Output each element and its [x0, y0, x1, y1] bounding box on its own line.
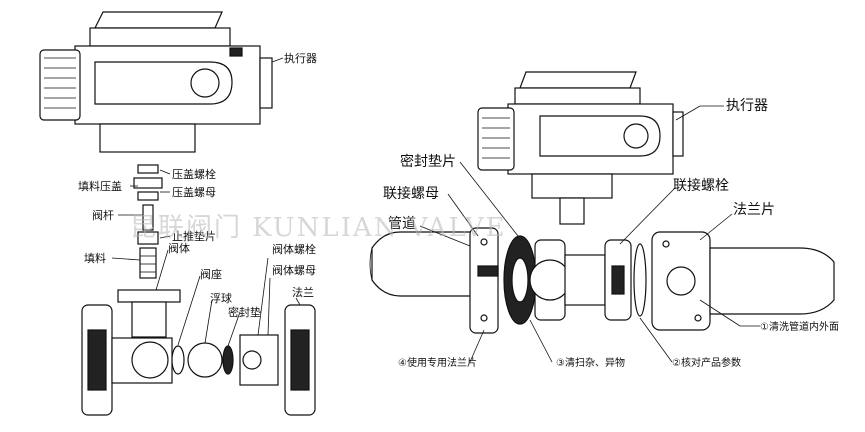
- label-seal-gasket-right: 密封垫片: [400, 153, 456, 170]
- label-connecting-nut: 联接螺母: [383, 185, 439, 202]
- label-body: 阀体: [168, 241, 190, 255]
- note-check-params: ②核对产品参数: [672, 356, 741, 369]
- pipe-right-drawing: [651, 231, 835, 331]
- label-seal-gasket: 密封垫: [228, 305, 261, 319]
- label-gland-nut: 压盖螺母: [172, 185, 216, 199]
- label-body-nut: 阀体螺母: [272, 263, 316, 277]
- actuator-drawing-left: [39, 11, 273, 153]
- note-clean-pipe: ①清洗管道内外面: [760, 320, 839, 333]
- exploded-view: 执行器 压盖螺栓 压盖螺母 填料压盖 阀杆 止推垫片 填料 阀体 阀座 阀体螺栓…: [39, 11, 317, 416]
- label-floating-ball: 浮球: [210, 291, 232, 305]
- actuator-drawing-right: [477, 71, 684, 225]
- valve-body-right-drawing: [503, 235, 647, 325]
- internal-parts-drawing: [171, 304, 316, 416]
- installation-view: 执行器 密封垫片 联接螺母 联接螺栓 管道 法兰片 ①清洗管道内外面 ②核对产品…: [369, 71, 839, 369]
- label-actuator-left: 执行器: [284, 51, 317, 65]
- label-stem: 阀杆: [92, 208, 114, 222]
- label-connecting-bolt: 联接螺栓: [673, 177, 729, 194]
- label-body-bolt: 阀体螺栓: [272, 242, 316, 256]
- watermark: 昆联阀门 KUNLIAN VALVE: [130, 213, 506, 243]
- note-flange-piece: ④使用专用法兰片: [398, 356, 477, 369]
- label-flange: 法兰: [292, 285, 314, 299]
- label-pipe: 管道: [388, 216, 416, 232]
- stem-stack-drawing: [133, 164, 163, 279]
- label-actuator-right: 执行器: [726, 98, 768, 114]
- label-flange-piece: 法兰片: [733, 202, 775, 218]
- note-clean-debris: ③清扫杂、异物: [556, 356, 625, 369]
- pipe-left-drawing: [369, 227, 499, 334]
- label-thrust-washer: 止推垫片: [172, 229, 216, 243]
- label-seat: 阀座: [200, 267, 222, 281]
- label-packing: 填料: [84, 251, 106, 265]
- label-packing-gland: 填料压盖: [78, 179, 122, 193]
- valve-body-drawing: [81, 289, 181, 416]
- label-gland-bolt: 压盖螺栓: [172, 167, 216, 181]
